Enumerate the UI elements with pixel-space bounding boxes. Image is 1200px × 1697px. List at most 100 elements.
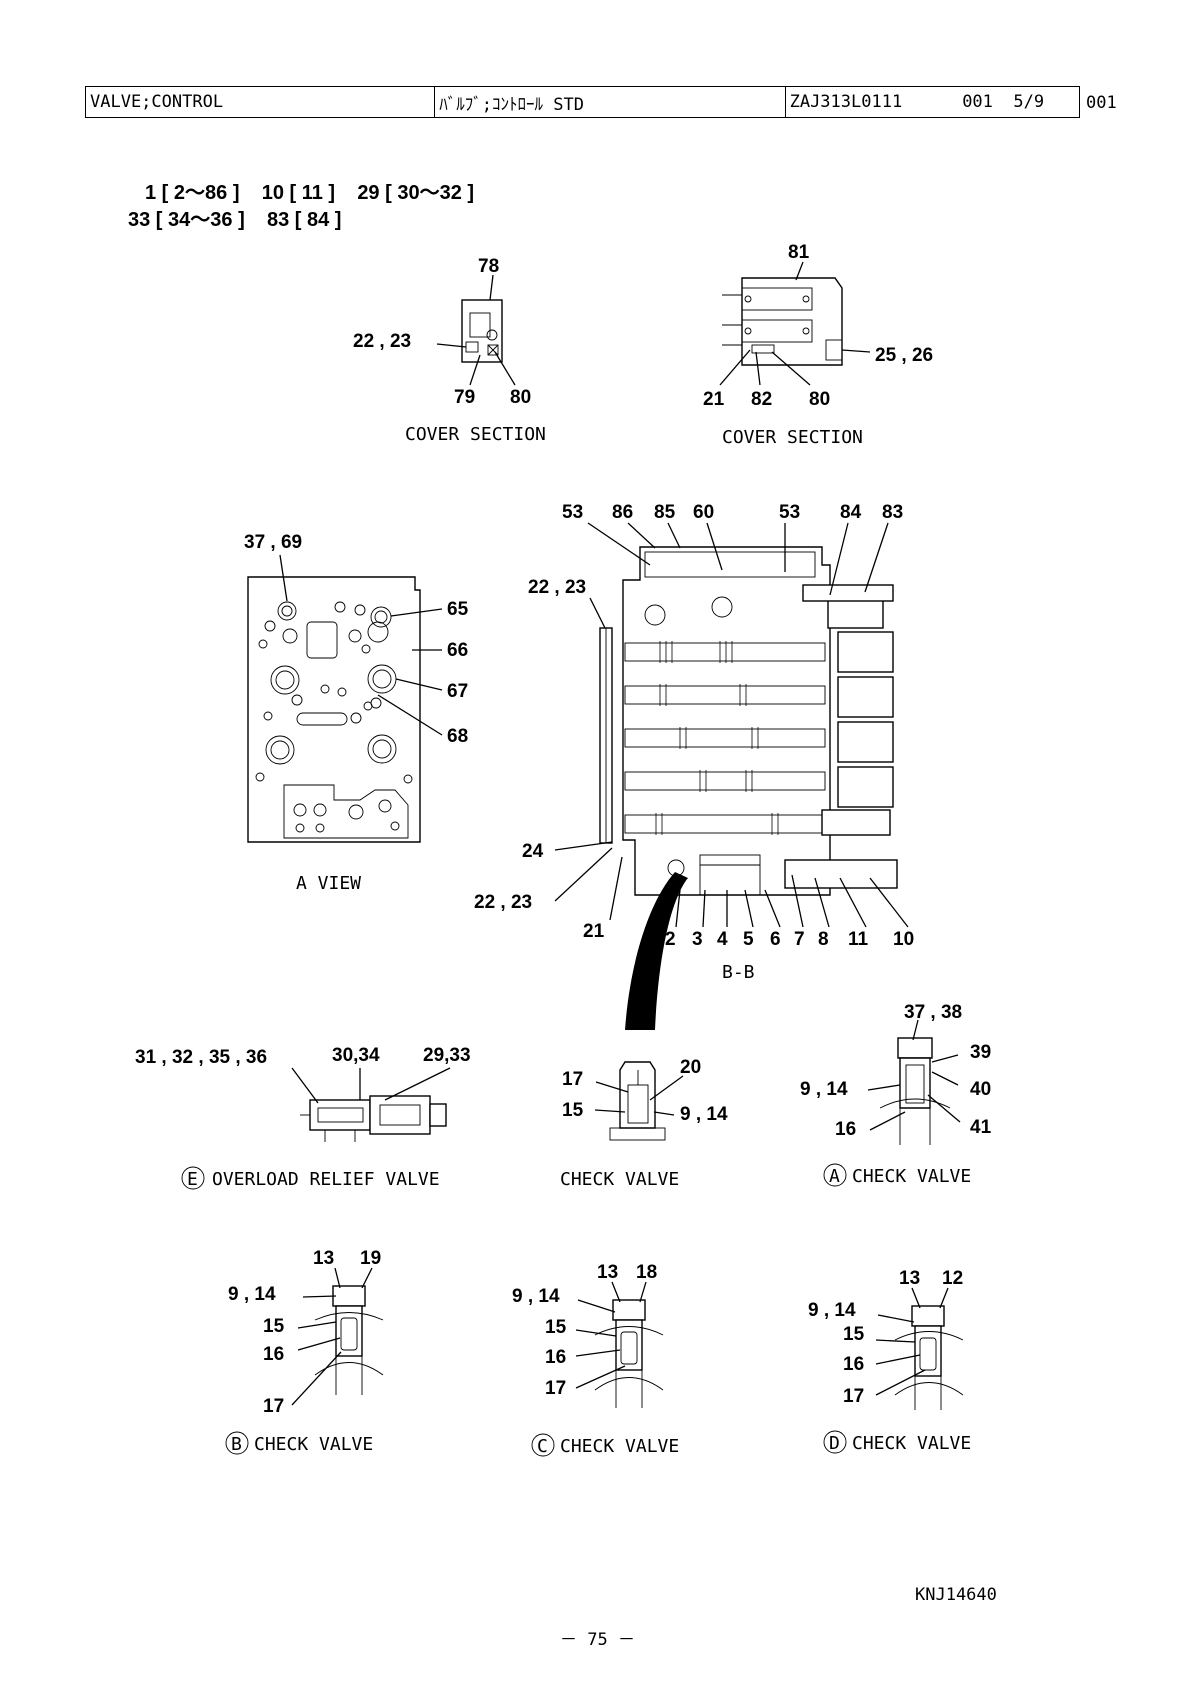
bb-top-labels: 53 86 85 60 53 84 83 — [562, 502, 903, 523]
caption-cover-section-left: COVER SECTION — [405, 424, 546, 445]
label-66: 66 — [447, 640, 468, 661]
caption-check-valve-plain: CHECK VALVE — [560, 1169, 679, 1190]
assembly-refs-line2: 33 [ 34～36 ] 83 [ 84 ] — [128, 209, 342, 231]
label-30-34: 30,34 — [332, 1045, 380, 1066]
sheet-number: 001 5/9 — [962, 92, 1045, 112]
page-number: － 75 － — [560, 1630, 635, 1650]
label-16-a: 16 — [835, 1119, 856, 1140]
check-valve-b: 13 19 9 , 14 15 16 17 B CHECK VALVE — [225, 1248, 384, 1455]
label-25-26: 25 , 26 — [875, 345, 933, 366]
label-20: 20 — [680, 1057, 701, 1078]
label-53b: 53 — [779, 502, 800, 523]
label-8: 8 — [818, 929, 829, 950]
check-valve-c: 13 18 9 , 14 15 16 17 C CHECK VALVE — [512, 1262, 679, 1457]
marker-d: D — [829, 1433, 840, 1454]
label-16-c: 16 — [545, 1347, 566, 1368]
header-table: VALVE;CONTROL ﾊﾞﾙﾌﾞ;ｺﾝﾄﾛｰﾙ STD ZAJ313L01… — [85, 86, 1080, 118]
label-11: 11 — [848, 929, 869, 950]
label-2: 2 — [665, 929, 676, 950]
label-21: 21 — [703, 389, 725, 410]
label-24: 24 — [522, 841, 544, 862]
page-id: 001 — [1086, 93, 1117, 113]
label-85: 85 — [654, 502, 676, 523]
cover-section-right: 81 25 , 26 21 82 80 COVER SECTION — [703, 242, 933, 448]
label-9-14-a: 9 , 14 — [800, 1079, 848, 1100]
marker-e: E — [187, 1169, 198, 1190]
caption-overload-relief: OVERLOAD RELIEF VALVE — [212, 1169, 440, 1190]
label-17-d: 17 — [843, 1386, 864, 1407]
caption-check-valve-a: CHECK VALVE — [852, 1166, 971, 1187]
cover-section-left: 78 22 , 23 79 80 COVER SECTION — [353, 256, 546, 445]
label-13-b: 13 — [313, 1248, 334, 1269]
label-6: 6 — [770, 929, 781, 950]
marker-c: C — [537, 1436, 548, 1457]
part-name-cell: VALVE;CONTROL — [86, 87, 436, 117]
label-84: 84 — [840, 502, 862, 523]
check-valve-d: 13 12 9 , 14 15 16 17 D CHECK VALVE — [808, 1268, 971, 1454]
label-78: 78 — [478, 256, 499, 277]
label-13-c: 13 — [597, 1262, 618, 1283]
caption-a-view: A VIEW — [296, 873, 361, 894]
part-number: ZAJ313L0111 — [789, 92, 903, 112]
marker-a-circle — [823, 1163, 847, 1187]
label-21b: 21 — [583, 921, 605, 942]
label-83: 83 — [882, 502, 903, 523]
label-16-d: 16 — [843, 1354, 864, 1375]
check-valve-a: 37 , 38 39 40 41 9 , 14 16 A CHECK VALVE — [800, 1002, 992, 1187]
label-4: 4 — [717, 929, 728, 950]
label-12: 12 — [942, 1268, 963, 1289]
marker-a: A — [829, 1166, 840, 1187]
label-68: 68 — [447, 726, 468, 747]
label-15-b: 15 — [263, 1316, 285, 1337]
overload-relief-valve: 31 , 32 , 35 , 36 30,34 29,33 E OVERLOAD… — [135, 1045, 471, 1190]
label-79: 79 — [454, 387, 475, 408]
label-9-14: 9 , 14 — [680, 1104, 728, 1125]
label-13-d: 13 — [899, 1268, 920, 1289]
caption-check-valve-d: CHECK VALVE — [852, 1433, 971, 1454]
label-15: 15 — [562, 1100, 584, 1121]
label-53a: 53 — [562, 502, 583, 523]
marker-b: B — [231, 1434, 242, 1455]
label-29-33: 29,33 — [423, 1045, 471, 1066]
caption-check-valve-c: CHECK VALVE — [560, 1436, 679, 1457]
label-16-b: 16 — [263, 1344, 284, 1365]
caption-bb: B-B — [722, 962, 755, 983]
label-17-c: 17 — [545, 1378, 566, 1399]
label-67: 67 — [447, 681, 468, 702]
label-10: 10 — [893, 929, 914, 950]
a-view: 37 , 69 65 66 67 68 A VIEW — [244, 532, 469, 894]
label-15-c: 15 — [545, 1317, 567, 1338]
label-40: 40 — [970, 1079, 991, 1100]
assembly-refs-line1: 1 [ 2～86 ] 10 [ 11 ] 29 [ 30～32 ] — [145, 182, 475, 204]
label-22-23-top: 22 , 23 — [528, 577, 586, 598]
label-65: 65 — [447, 599, 469, 620]
label-31-32-35-36: 31 , 32 , 35 , 36 — [135, 1047, 267, 1068]
label-82: 82 — [751, 389, 772, 410]
label-17: 17 — [562, 1069, 583, 1090]
bb-bottom-labels: 2 3 4 5 6 7 8 11 10 — [665, 929, 914, 950]
label-5: 5 — [743, 929, 754, 950]
label-81: 81 — [788, 242, 810, 263]
label-22-23: 22 , 23 — [353, 331, 411, 352]
label-37-38: 37 , 38 — [904, 1002, 962, 1023]
label-7: 7 — [794, 929, 805, 950]
label-9-14-d: 9 , 14 — [808, 1300, 856, 1321]
label-80: 80 — [510, 387, 531, 408]
label-22-23-bottom: 22 , 23 — [474, 892, 532, 913]
label-37-69: 37 , 69 — [244, 532, 302, 553]
part-number-cell: ZAJ313L0111 001 5/9 — [786, 87, 1079, 117]
label-41: 41 — [970, 1117, 992, 1138]
label-19: 19 — [360, 1248, 381, 1269]
marker-e-circle — [181, 1166, 205, 1190]
part-name-jp-cell: ﾊﾞﾙﾌﾞ;ｺﾝﾄﾛｰﾙ STD — [435, 87, 786, 117]
label-9-14-b: 9 , 14 — [228, 1284, 276, 1305]
label-17-b: 17 — [263, 1396, 284, 1417]
label-80b: 80 — [809, 389, 830, 410]
check-valve-plain: 17 20 15 9 , 14 CHECK VALVE — [560, 1057, 728, 1190]
label-9-14-c: 9 , 14 — [512, 1286, 560, 1307]
drawing-code: KNJ14640 — [915, 1585, 997, 1605]
marker-b-circle — [225, 1431, 249, 1455]
label-3: 3 — [692, 929, 703, 950]
caption-cover-section-right: COVER SECTION — [722, 427, 863, 448]
